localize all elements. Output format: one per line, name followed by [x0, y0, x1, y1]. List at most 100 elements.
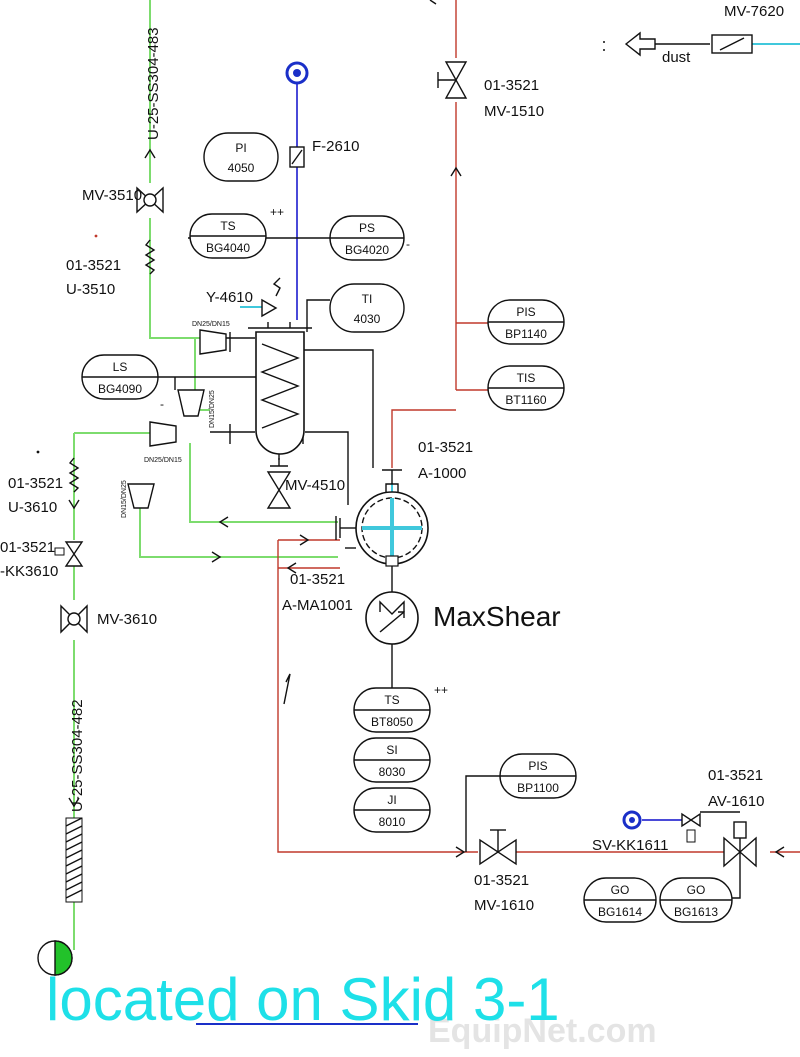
instrument-pi-4050[interactable]: PI 4050 — [203, 132, 279, 182]
instrument-ts-bt8050[interactable]: TS BT8050 ++ — [353, 683, 448, 733]
flex-hose-u3510: 01-3521 U-3510 — [66, 239, 156, 298]
instrument-pis-bp1100[interactable]: PIS BP1100 — [499, 753, 577, 799]
instrument-ts-bg4040[interactable]: TS BG4040 ++ — [189, 205, 284, 259]
tis-bt1160-top: TIS — [517, 371, 536, 385]
ti4030-top: TI — [362, 292, 373, 306]
dust-arrow-icon — [624, 31, 656, 57]
u3510-label: U-3510 — [66, 281, 115, 298]
ama1001-code: 01-3521 — [290, 571, 345, 588]
ji8010-bottom: 8010 — [379, 815, 406, 829]
av-1610-code: 01-3521 — [708, 767, 763, 784]
sv-kk1611-label: SV-KK1611 — [592, 837, 668, 854]
instrument-ls-bg4090[interactable]: LS BG4090 - — [81, 354, 164, 411]
kk3610-label: -KK3610 — [0, 563, 58, 580]
reducer-4-label: DN15/DN25 — [121, 480, 128, 518]
si8030-bottom: 8030 — [379, 765, 406, 779]
stray-marks — [36, 0, 605, 454]
y-4610-label: Y-4610 — [206, 289, 253, 306]
reducer-4: DN15/DN25 — [121, 480, 155, 518]
si8030-top: SI — [386, 743, 397, 757]
pipe-label-bottom: U-25-SS304-482 — [69, 699, 86, 812]
valve-mv-1610[interactable]: 01-3521 MV-1610 — [474, 829, 534, 914]
kk3610-code: 01-3521 — [0, 539, 55, 556]
pipe-label-top: U-25-SS304-483 — [145, 27, 162, 140]
u3510-code: 01-3521 — [66, 257, 121, 274]
reducer-2-label: DN15/DN25 — [209, 390, 216, 428]
ts-bt8050-mark: ++ — [434, 683, 448, 697]
reducer-2: DN15/DN25 — [177, 389, 216, 428]
ls-bg4090-mark: - — [160, 397, 164, 411]
instrument-pis-bp1140[interactable]: PIS BP1140 — [487, 299, 565, 345]
reducer-3-label: DN25/DN15 — [144, 457, 182, 464]
ti4030-bottom: 4030 — [354, 312, 381, 326]
go-bg1613-bottom: BG1613 — [674, 905, 718, 919]
filter-f-2610[interactable]: F-2610 — [289, 138, 360, 168]
skid-location-label: located on Skid 3-1 — [46, 966, 560, 1033]
ts-bg4040-top: TS — [220, 219, 235, 233]
ts-bg4040-bottom: BG4040 — [206, 241, 250, 255]
heat-exchanger-vessel — [248, 322, 312, 460]
reducer-1-label: DN25/DN15 — [192, 321, 230, 328]
mv-1510-code: 01-3521 — [484, 77, 539, 94]
valve-mv-3610[interactable]: MV-3610 — [60, 604, 157, 634]
ps-bg4020-bottom: BG4020 — [345, 243, 389, 257]
go-bg1614-top: GO — [611, 883, 630, 897]
y-4610-solenoid[interactable]: Y-4610 — [206, 277, 281, 318]
instrument-si-8030[interactable]: SI 8030 — [353, 737, 431, 783]
motor-a-ma1001: 01-3521 A-MA1001 MaxShear — [282, 571, 561, 645]
blue-lines — [296, 82, 682, 821]
mv-1610-code: 01-3521 — [474, 872, 529, 889]
ps-bg4020-mark: - — [406, 237, 410, 251]
valve-mv-4510[interactable]: MV-4510 — [266, 458, 345, 509]
valve-mv-1510[interactable]: 01-3521 MV-1510 — [437, 61, 544, 120]
instrument-go-bg1613[interactable]: GO BG1613 — [659, 877, 733, 923]
f-2610-label: F-2610 — [312, 138, 360, 155]
av-1610-label: AV-1610 — [708, 793, 764, 810]
equipnet-watermark: EquipNet.com — [428, 1012, 657, 1050]
u3610-label: U-3610 — [8, 499, 57, 516]
tis-bt1160-bottom: BT1160 — [505, 393, 546, 407]
valve-av-1610[interactable]: 01-3521 AV-1610 — [708, 767, 764, 868]
maxshear-label: MaxShear — [433, 601, 561, 632]
mv-1510-label: MV-1510 — [484, 103, 544, 120]
go-bg1613-top: GO — [687, 883, 706, 897]
pis-bp1100-bottom: BP1100 — [517, 781, 559, 795]
atomizer-a-1000: 01-3521 A-1000 — [335, 439, 473, 567]
valve-kk3610[interactable]: 01-3521 -KK3610 — [0, 539, 84, 580]
dust-outlet: dust MV-7620 — [624, 3, 784, 66]
instrument-ps-bg4020[interactable]: PS BG4020 - — [329, 215, 410, 261]
flow-arrows — [68, 148, 785, 858]
instrument-go-bg1614[interactable]: GO BG1614 — [583, 877, 657, 923]
ps-bg4020-top: PS — [359, 221, 375, 235]
pis-bp1100-top: PIS — [528, 759, 547, 773]
ls-bg4090-bottom: BG4090 — [98, 382, 142, 396]
instrument-ti-4030[interactable]: TI 4030 — [329, 283, 405, 333]
a1000-code: 01-3521 — [418, 439, 473, 456]
dust-label: dust — [662, 49, 691, 66]
pi4050-bottom: 4050 — [228, 161, 255, 175]
u3610-code: 01-3521 — [8, 475, 63, 492]
ls-bg4090-top: LS — [113, 360, 128, 374]
mv-1610-label: MV-1610 — [474, 897, 534, 914]
instrument-ji-8010[interactable]: JI 8010 — [353, 787, 431, 833]
red-lines — [277, 0, 800, 853]
a1000-label: A-1000 — [418, 465, 466, 482]
pi4050-top: PI — [235, 141, 246, 155]
solenoid-sv-kk1611[interactable]: SV-KK1611 — [592, 810, 701, 854]
mv-3610-label: MV-3610 — [97, 611, 157, 628]
black-connection-lines — [158, 43, 741, 899]
green-process-lines — [73, 0, 338, 950]
pis-bp1140-bottom: BP1140 — [505, 327, 547, 341]
flex-hose-u3610: 01-3521 U-3610 — [8, 457, 80, 516]
ts-bt8050-bottom: BT8050 — [371, 715, 413, 729]
ts-bg4040-mark: ++ — [270, 205, 284, 219]
go-bg1614-bottom: BG1614 — [598, 905, 642, 919]
reducer-1: DN25/DN15 — [192, 321, 231, 355]
ts-bt8050-top: TS — [384, 693, 399, 707]
ji8010-top: JI — [387, 793, 396, 807]
ama1001-label: A-MA1001 — [282, 597, 353, 614]
valve-mv-3510[interactable]: MV-3510 — [82, 186, 164, 214]
level-indicator-bottom — [37, 940, 73, 976]
instrument-tis-bt1160[interactable]: TIS BT1160 — [487, 365, 565, 411]
